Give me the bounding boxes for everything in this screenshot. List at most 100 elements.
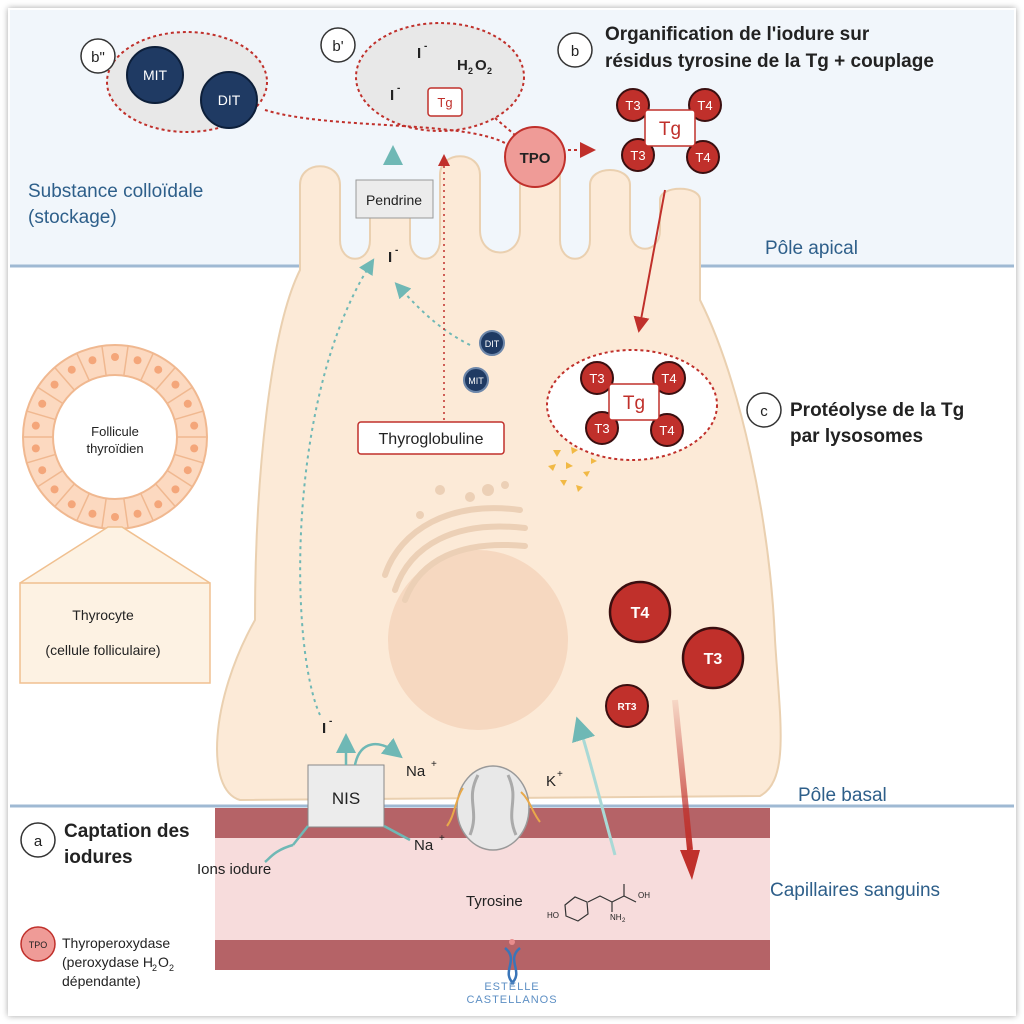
na-out-label: Na <box>414 837 434 854</box>
follicle-cell-wall <box>101 498 107 529</box>
svg-text:Tg: Tg <box>437 95 452 110</box>
svg-text:T4: T4 <box>661 371 676 386</box>
svg-text:I: I <box>390 87 394 104</box>
step-a-title-2: iodures <box>64 847 133 868</box>
b-prime-link <box>494 117 516 136</box>
na-k-pump <box>456 765 530 851</box>
svg-text:O: O <box>475 57 487 74</box>
follicle-cell-wall <box>140 353 154 381</box>
hormone-secretion-arrow <box>672 699 693 851</box>
svg-text:I: I <box>417 45 421 62</box>
pendrine-label: Pendrine <box>366 192 422 208</box>
svg-text:T4: T4 <box>659 423 674 438</box>
svg-text:MIT: MIT <box>143 67 168 83</box>
step-a-marker <box>20 822 56 858</box>
follicle-cell-nucleus <box>31 444 40 453</box>
follicle-cell-nucleus <box>31 421 40 430</box>
svg-text:2: 2 <box>468 66 473 76</box>
svg-text:-: - <box>395 245 398 256</box>
svg-text:+: + <box>431 759 437 770</box>
follicle-cell-wall <box>155 483 176 508</box>
thyroglobuline-label: Thyroglobuline <box>379 431 484 448</box>
svg-text:T3: T3 <box>625 98 640 113</box>
iodide-basal-label: I <box>322 720 326 737</box>
step-b-prime-marker <box>320 27 356 63</box>
tg-complex-top <box>616 88 722 174</box>
step-b-title-2: résidus tyrosine de la Tg + couplage <box>605 51 934 72</box>
follicle-cell-nucleus <box>88 356 97 365</box>
svg-text:MIT: MIT <box>468 376 484 386</box>
logo-name: ESTELLE <box>484 981 539 993</box>
svg-text:T3: T3 <box>704 651 723 668</box>
colloid-label: Substance colloïdale <box>28 181 203 202</box>
step-a-title-1: Captation des <box>64 821 190 842</box>
follicle-cell-wall <box>26 410 56 421</box>
svg-text:b': b' <box>332 38 343 55</box>
vesicles <box>416 481 509 519</box>
svg-text:2: 2 <box>152 963 157 973</box>
follicle-cell-nucleus <box>183 466 192 475</box>
rt3-free <box>605 684 649 728</box>
follicle-cell-wall <box>54 483 75 508</box>
tpo-enzyme <box>504 126 566 188</box>
svg-text:+: + <box>557 769 563 780</box>
svg-text:-: - <box>424 41 427 52</box>
estelle-castellanos-logo <box>504 939 521 985</box>
zoom-callout <box>19 526 211 584</box>
follicle-cell-nucleus <box>183 399 192 408</box>
svg-text:b: b <box>571 43 579 60</box>
apical-label: Pôle apical <box>765 238 858 259</box>
basal-label: Pôle basal <box>798 785 887 806</box>
na-in-label: Na <box>406 763 426 780</box>
tyrosine-structure <box>564 884 637 922</box>
follicle-cell-nucleus <box>111 513 119 521</box>
follicle-cell-nucleus <box>154 500 163 509</box>
iodide-transport-path <box>299 258 375 716</box>
follicle-cell-nucleus <box>67 500 76 509</box>
legend-line-1: Thyroperoxydase <box>62 935 170 951</box>
step-b-marker <box>557 32 593 68</box>
svg-text:2: 2 <box>169 963 174 973</box>
follicle-cell-wall <box>37 386 64 405</box>
follicle-cell-nucleus <box>133 509 142 518</box>
follicle-cell-wall <box>54 366 75 391</box>
tg-small-box <box>427 87 463 117</box>
follicle-cell-nucleus <box>88 509 97 518</box>
tyrosine-label: Tyrosine <box>466 893 523 910</box>
svg-text:DIT: DIT <box>218 92 241 108</box>
thyrocyte-label-2: (cellule folliculaire) <box>45 642 160 658</box>
pendrine-transporter <box>355 179 434 219</box>
b-prime-ellipse <box>355 22 525 132</box>
step-c-marker <box>746 392 782 428</box>
na-in-arrow <box>353 737 403 766</box>
ions-iodure-line <box>264 843 294 863</box>
follicle-label-2: thyroïdien <box>86 441 143 456</box>
svg-text:T4: T4 <box>697 98 712 113</box>
follicle-cell-wall <box>166 386 193 405</box>
follicle-cell-wall <box>76 353 90 381</box>
follicle-cell-nucleus <box>67 365 76 374</box>
mit-circle <box>126 46 184 104</box>
t3-free <box>681 626 745 690</box>
svg-text:c: c <box>760 403 768 420</box>
follicle-cell-wall <box>101 345 107 376</box>
k-label: K <box>546 773 556 790</box>
iodide-apical-label: I <box>388 249 392 266</box>
svg-text:-: - <box>397 83 400 94</box>
follicle-cell-nucleus <box>38 466 47 475</box>
svg-text:+: + <box>439 833 445 844</box>
b-double-link <box>264 109 506 144</box>
golgi-apparatus <box>382 505 528 603</box>
dit-small-circle <box>479 330 505 356</box>
follicle-cell-nucleus <box>111 353 119 361</box>
svg-text:H: H <box>457 57 468 74</box>
svg-text:HO: HO <box>547 911 559 920</box>
endocytosis-arrow <box>633 189 666 333</box>
svg-text:OH: OH <box>638 891 650 900</box>
follicle-cell-nucleus <box>190 444 199 453</box>
svg-text:T3: T3 <box>589 371 604 386</box>
svg-text:T4: T4 <box>695 150 710 165</box>
svg-text:T3: T3 <box>630 148 645 163</box>
dit-circle <box>200 71 258 129</box>
